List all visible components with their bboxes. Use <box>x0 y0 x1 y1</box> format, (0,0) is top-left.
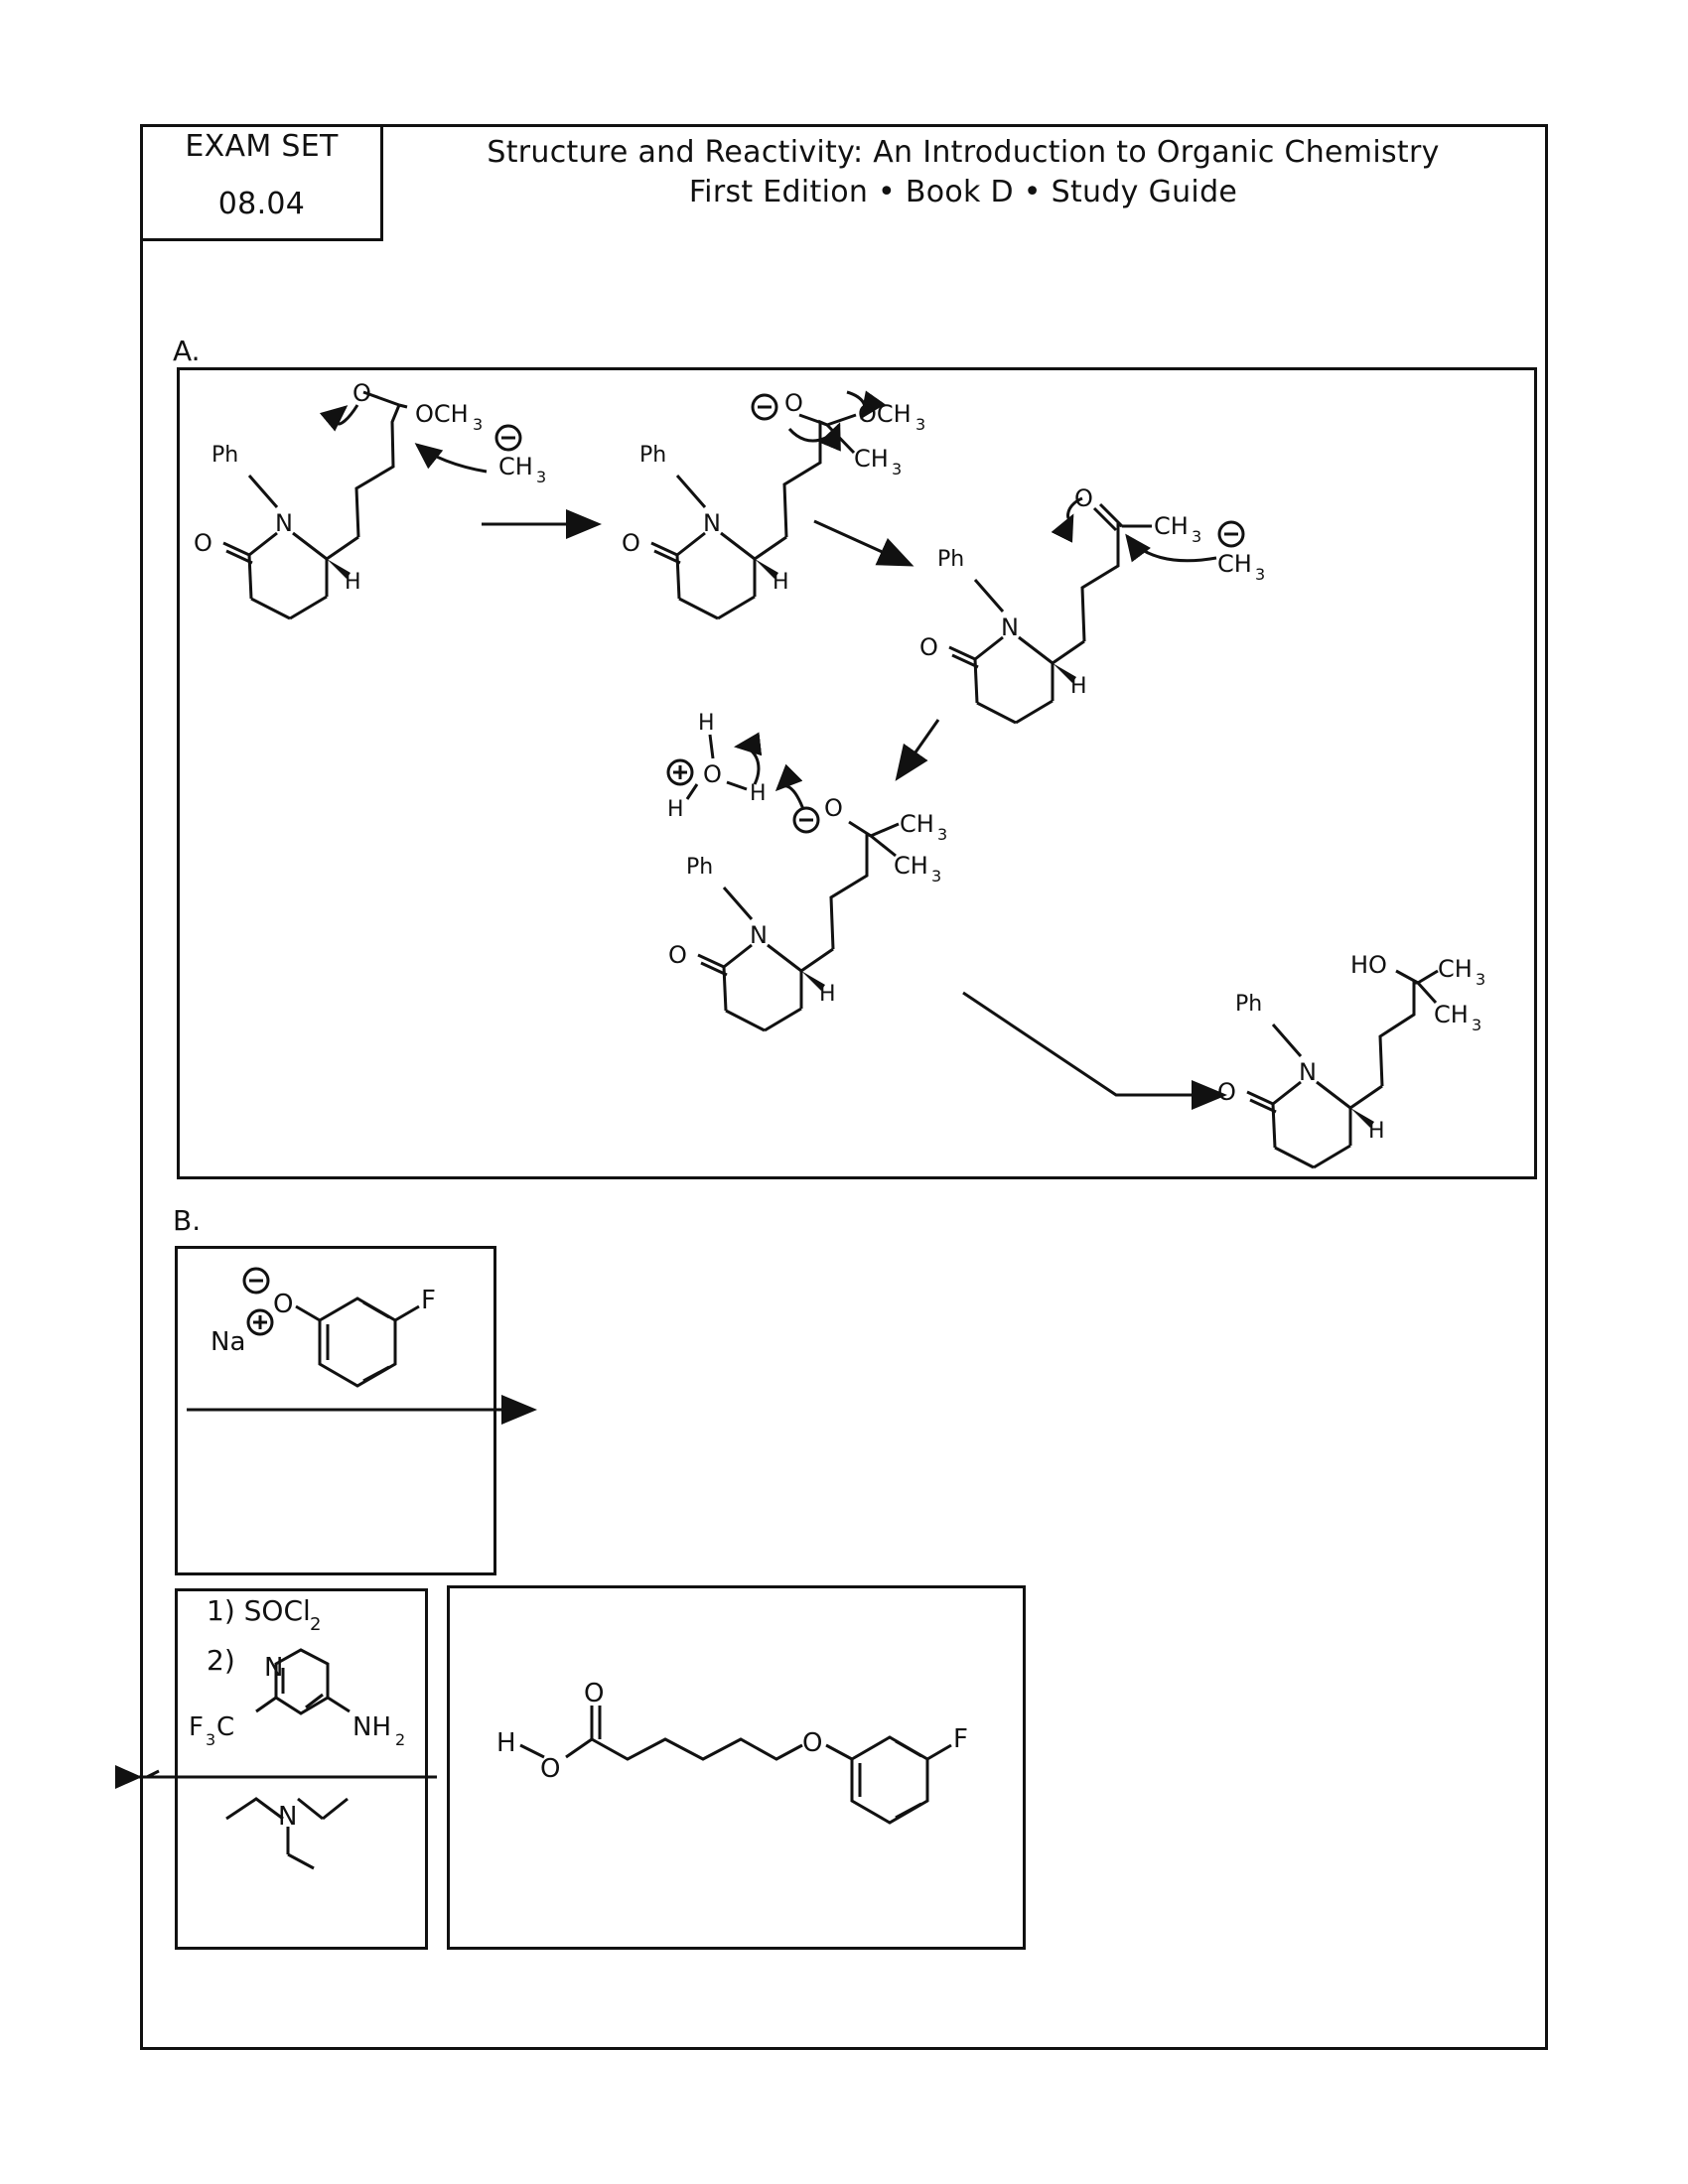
svg-text:N: N <box>278 1802 297 1832</box>
svg-text:H: H <box>819 982 836 1007</box>
svg-text:O: O <box>668 941 687 969</box>
svg-text:O: O <box>1217 1078 1236 1106</box>
svg-text:F: F <box>189 1712 204 1742</box>
svg-text:2): 2) <box>207 1644 235 1677</box>
svg-text:CH: CH <box>498 453 533 480</box>
reagent-box-2 <box>175 1588 428 1950</box>
svg-text:H: H <box>773 570 789 595</box>
svg-text:O: O <box>352 379 371 407</box>
h-label: H <box>345 570 361 595</box>
svg-text:F: F <box>953 1724 968 1754</box>
svg-text:CH: CH <box>894 852 928 880</box>
section-a-label: A. <box>173 335 201 367</box>
svg-text:CH: CH <box>1217 550 1252 578</box>
exam-set-number: 08.04 <box>217 187 306 221</box>
svg-text:O: O <box>919 633 938 661</box>
o-label: O <box>194 529 212 557</box>
exam-set-box <box>140 124 383 241</box>
svg-text:3: 3 <box>536 468 546 486</box>
svg-text:O: O <box>784 389 803 417</box>
svg-text:O: O <box>824 794 843 822</box>
svg-text:3: 3 <box>937 825 947 844</box>
svg-text:3: 3 <box>1255 565 1265 584</box>
svg-text:C: C <box>216 1712 234 1742</box>
svg-text:O: O <box>1074 484 1093 512</box>
svg-text:1) SOCl: 1) SOCl <box>207 1594 311 1627</box>
svg-text:O: O <box>802 1728 822 1758</box>
svg-text:F: F <box>421 1286 436 1315</box>
svg-text:Na: Na <box>211 1327 245 1357</box>
svg-text:N: N <box>1001 614 1019 641</box>
svg-text:2: 2 <box>395 1730 405 1749</box>
svg-text:O: O <box>584 1679 604 1708</box>
svg-text:H: H <box>496 1728 516 1758</box>
section-a-box <box>177 367 1537 1179</box>
svg-text:Ph: Ph <box>1235 992 1262 1017</box>
svg-text:3: 3 <box>931 867 941 886</box>
page-frame <box>140 124 1548 2050</box>
svg-text:HO: HO <box>1350 951 1387 979</box>
svg-text:H: H <box>667 797 684 822</box>
svg-text:3: 3 <box>1476 970 1485 989</box>
svg-text:Ph: Ph <box>639 443 666 468</box>
svg-text:Ph: Ph <box>937 547 964 572</box>
svg-text:H: H <box>1070 674 1087 699</box>
svg-text:3: 3 <box>892 460 902 478</box>
n-label: N <box>275 509 293 537</box>
svg-text:O: O <box>273 1290 293 1319</box>
svg-text:H: H <box>1368 1119 1385 1144</box>
svg-text:3: 3 <box>1192 527 1201 546</box>
svg-text:CH: CH <box>900 810 934 838</box>
svg-text:O: O <box>703 760 722 788</box>
svg-text:CH: CH <box>1154 512 1189 540</box>
product-box <box>447 1585 1026 1950</box>
exam-set-label: EXAM SET <box>185 129 339 164</box>
svg-text:2: 2 <box>310 1614 321 1635</box>
page-title: Structure and Reactivity: An Introductio… <box>487 135 1440 170</box>
svg-text:3: 3 <box>1472 1016 1481 1034</box>
ph-label: Ph <box>211 443 238 468</box>
svg-text:Ph: Ph <box>686 855 713 880</box>
section-b-label: B. <box>173 1204 202 1237</box>
svg-text:H: H <box>750 781 767 806</box>
svg-text:CH: CH <box>1438 955 1473 983</box>
page-subtitle: First Edition • Book D • Study Guide <box>688 175 1238 209</box>
svg-text:O: O <box>540 1754 560 1784</box>
svg-text:CH: CH <box>854 445 889 473</box>
reagent-box-1 <box>175 1246 496 1575</box>
svg-text:CH: CH <box>1434 1001 1469 1028</box>
svg-text:N: N <box>1299 1058 1317 1086</box>
svg-text:3: 3 <box>473 415 483 434</box>
svg-text:OCH: OCH <box>415 400 469 428</box>
svg-text:3: 3 <box>915 415 925 434</box>
svg-text:N: N <box>264 1653 283 1683</box>
svg-text:OCH: OCH <box>858 400 912 428</box>
svg-text:O: O <box>622 529 640 557</box>
svg-text:NH: NH <box>352 1712 391 1742</box>
svg-text:H: H <box>698 711 715 736</box>
svg-text:3: 3 <box>206 1730 215 1749</box>
svg-text:N: N <box>750 921 768 949</box>
svg-text:N: N <box>703 509 721 537</box>
